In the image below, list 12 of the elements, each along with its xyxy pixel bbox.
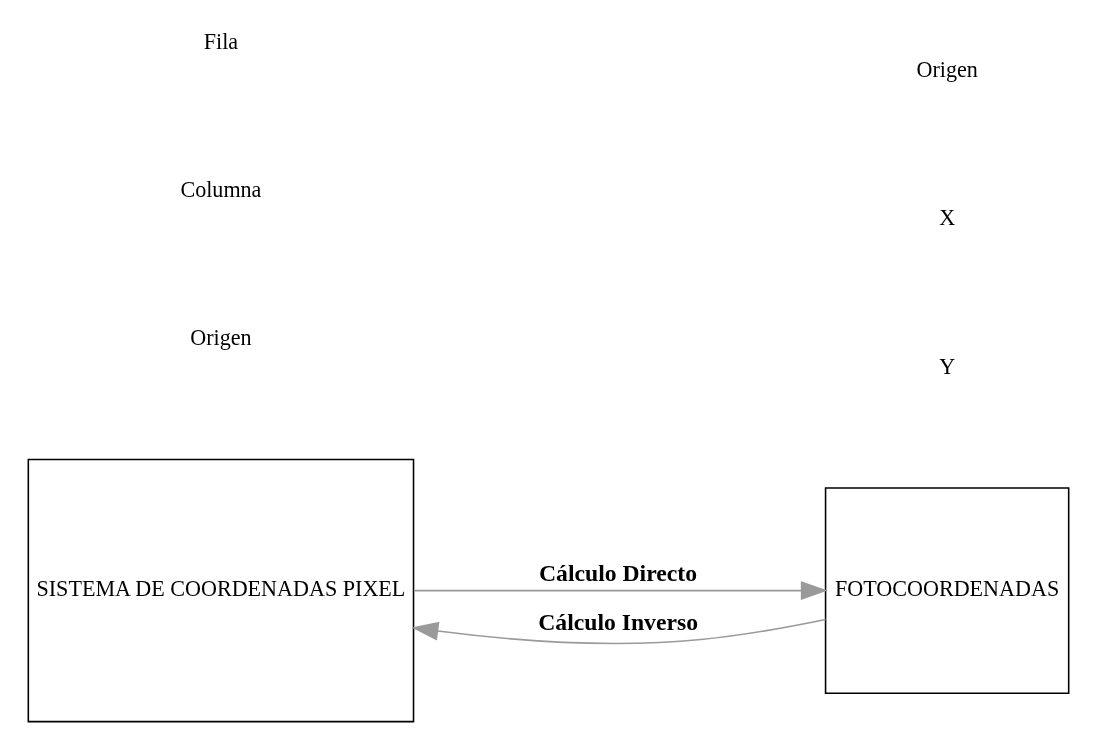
node-box: SISTEMA DE COORDENADAS PIXEL (27, 458, 414, 723)
edge-label: Cálculo Inverso (537, 609, 698, 636)
label: Origen (189, 325, 252, 351)
label: Origen (915, 57, 978, 83)
label: Columna (179, 177, 261, 203)
node-box: FOTOCOORDENADAS (824, 487, 1069, 694)
label: Y (938, 353, 955, 379)
arrow (412, 581, 828, 600)
edge-label: Cálculo Directo (538, 560, 697, 587)
label: Fila (203, 28, 238, 54)
arrow (411, 618, 826, 645)
label: X (938, 205, 955, 231)
